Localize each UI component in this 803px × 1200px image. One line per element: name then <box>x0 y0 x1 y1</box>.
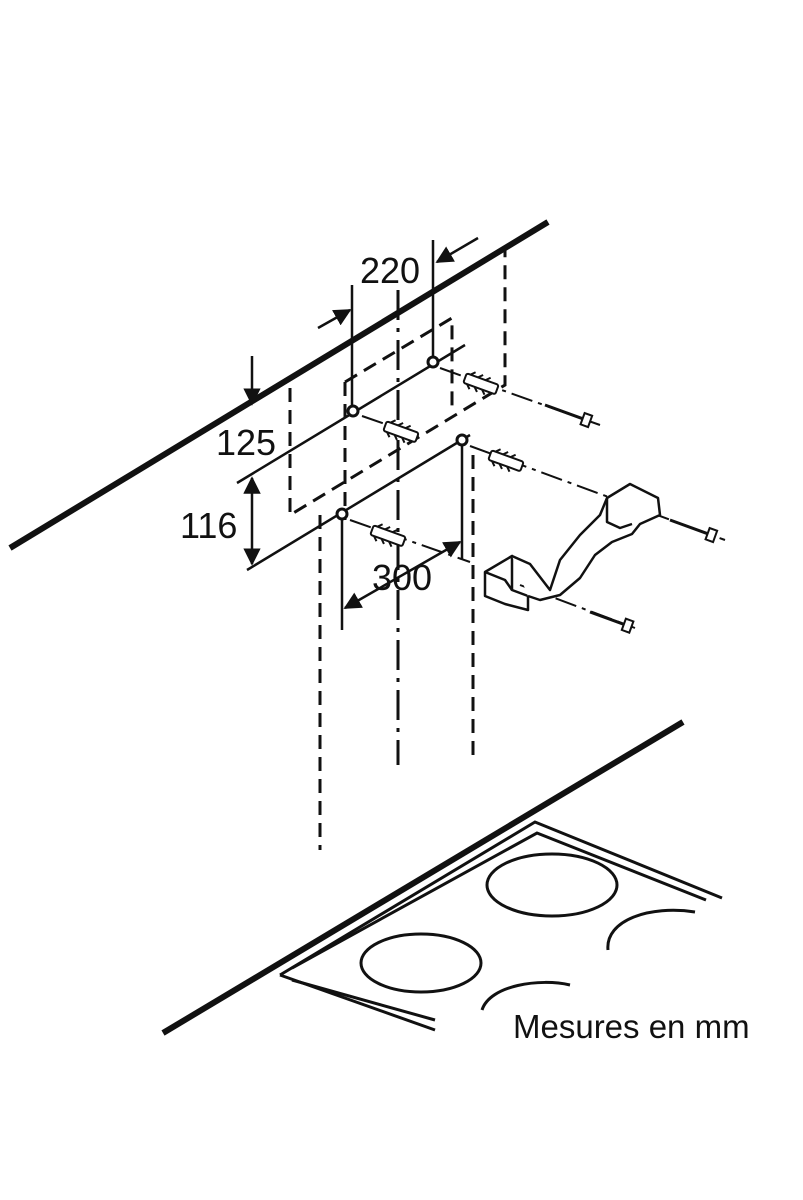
drill-holes <box>335 355 469 521</box>
ceiling-edge-line <box>8 219 550 551</box>
countertop-edge-line <box>161 719 685 1036</box>
arrow-300 <box>343 540 462 610</box>
dimension-116-label: 116 <box>180 505 237 546</box>
arrow-220-right <box>435 236 479 264</box>
burner-bottom-partial <box>480 980 571 1011</box>
hole-top-left <box>346 404 360 418</box>
wall-plug-3 <box>487 448 525 473</box>
hole-bottom-left <box>335 507 349 521</box>
screws <box>544 403 719 634</box>
dimension-125-label: 125 <box>216 422 276 463</box>
wall-plugs <box>369 371 525 548</box>
burner-top <box>485 852 619 918</box>
cooktop <box>279 820 723 1032</box>
wall-plug-2 <box>382 419 420 444</box>
vertical-guide-lines <box>318 290 475 850</box>
burner-right-partial <box>606 908 696 951</box>
wall-plug-4 <box>369 523 407 548</box>
hole-bottom-right <box>455 433 469 447</box>
cooktop-inner-frame <box>291 831 707 970</box>
screw-2 <box>669 518 719 544</box>
arrow-220-left <box>317 308 352 330</box>
screw-3 <box>589 610 635 634</box>
wall-plug-1 <box>462 371 500 396</box>
dimension-220-label: 220 <box>360 250 420 291</box>
dimension-300-label: 300 <box>372 557 432 598</box>
units-note: Mesures en mm <box>513 1008 750 1045</box>
screw-1 <box>544 403 594 429</box>
cooktop-outer-frame <box>279 820 723 977</box>
dimension-arrows <box>243 236 479 610</box>
hole-top-right <box>426 355 440 369</box>
burner-left <box>359 932 483 994</box>
mounting-bracket <box>483 482 662 612</box>
